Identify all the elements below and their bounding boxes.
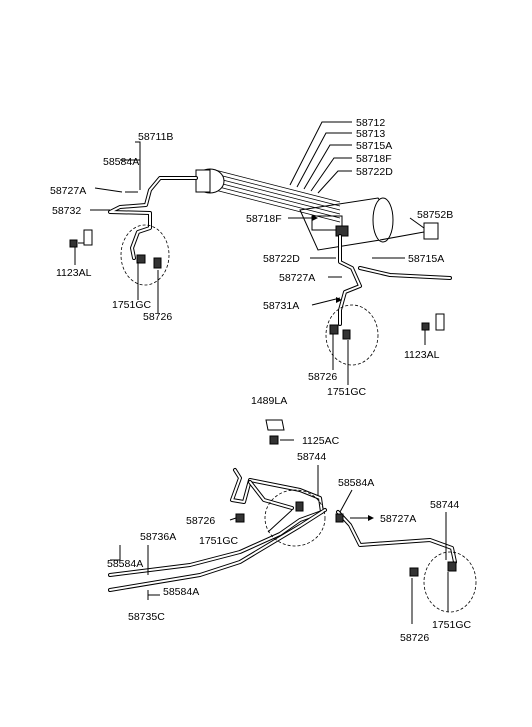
label-1751GC-2: 1751GC — [327, 386, 367, 398]
proportioning-valve — [195, 168, 225, 194]
front-right-brake-line — [325, 234, 379, 366]
label-58584A-3: 58584A — [107, 558, 143, 570]
label-58722D-top: 58722D — [356, 166, 393, 178]
front-left-brake-line — [108, 176, 198, 286]
label-58727A-3: 58727A — [380, 513, 416, 525]
rear-line-top-right — [358, 266, 452, 280]
label-leaders-top — [289, 121, 352, 194]
part-number-labels: 58712 58713 58715A 58718F 58722D 58711B … — [50, 117, 472, 644]
label-1123AL-2: 1123AL — [404, 349, 440, 361]
label-1125AC: 1125AC — [302, 435, 340, 447]
label-58584A-2: 58584A — [338, 477, 374, 489]
label-58726-4: 58726 — [400, 632, 429, 644]
label-1751GC-3: 1751GC — [199, 535, 239, 547]
label-58744-2: 58744 — [430, 499, 459, 511]
label-1123AL-1: 1123AL — [56, 267, 92, 279]
label-58722D-mid: 58722D — [263, 253, 300, 265]
label-58715A-top: 58715A — [356, 140, 392, 152]
bracket-1123AL-left — [69, 229, 93, 248]
label-58744-1: 58744 — [297, 451, 326, 463]
label-1751GC-4: 1751GC — [432, 619, 472, 631]
label-1751GC-1: 1751GC — [112, 299, 152, 311]
label-58726-3: 58726 — [186, 515, 215, 527]
label-58712: 58712 — [356, 117, 385, 129]
label-58735C: 58735C — [128, 611, 165, 623]
label-58732: 58732 — [52, 205, 81, 217]
label-58715A-mid: 58715A — [408, 253, 444, 265]
label-58726-2: 58726 — [308, 371, 337, 383]
label-58736A: 58736A — [140, 531, 176, 543]
bracket-1123AL-right — [421, 313, 445, 331]
label-58718F-top: 58718F — [356, 153, 392, 165]
label-58718F-mid: 58718F — [246, 213, 282, 225]
connector-58752B — [379, 217, 439, 241]
label-58727A-1: 58727A — [50, 185, 86, 197]
brake-booster — [299, 197, 394, 251]
label-58584A-1: 58584A — [103, 156, 139, 168]
label-58731A: 58731A — [263, 300, 299, 312]
label-58752B: 58752B — [417, 209, 453, 221]
label-58711B: 58711B — [138, 131, 173, 143]
label-1489LA: 1489LA — [251, 395, 287, 407]
arrow-markers — [312, 215, 374, 521]
label-58727A-2: 58727A — [279, 272, 315, 284]
bracket-1489LA — [265, 419, 294, 445]
label-leaders-bottom — [110, 465, 449, 624]
label-58726-1: 58726 — [143, 311, 172, 323]
label-58584A-4: 58584A — [163, 586, 199, 598]
label-58713: 58713 — [356, 128, 385, 140]
pipe-bundle-top — [214, 169, 341, 223]
clip-58727A-top — [125, 191, 342, 278]
label-leaders-mid — [74, 141, 426, 385]
rear-brake-lines — [108, 468, 477, 613]
